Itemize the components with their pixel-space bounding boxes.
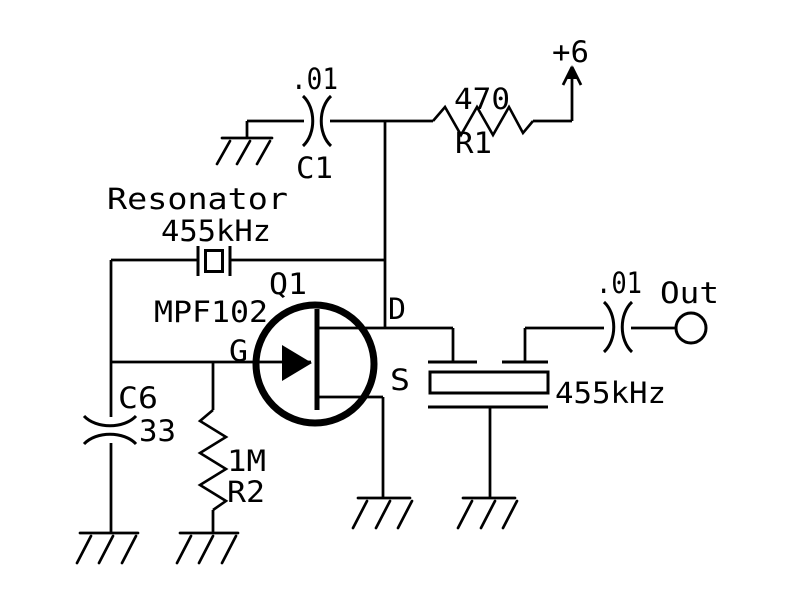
q1-gate-arrow-icon xyxy=(282,345,312,381)
resonator-symbol xyxy=(196,246,232,276)
c1-ref-label: C1 xyxy=(296,151,333,185)
source-pin-label: S xyxy=(390,363,410,397)
c1-right-plate xyxy=(319,94,333,148)
drain-pin-label: D xyxy=(388,292,406,326)
ceramic-filter-symbol xyxy=(428,328,550,498)
c6-bottom-plate xyxy=(82,432,138,446)
gate-pin-label: G xyxy=(229,334,248,368)
c1-value-label: .01 xyxy=(291,62,338,96)
r1-ref-label: R1 xyxy=(455,126,492,160)
supply-arrow-icon xyxy=(561,65,583,86)
ground-icon-c6 xyxy=(75,531,140,565)
output-cap-symbol xyxy=(602,300,634,354)
wire-source-pin xyxy=(317,395,385,498)
output-cap-value-label: .01 xyxy=(596,266,642,300)
resonator-plates xyxy=(196,246,232,276)
c6-capacitor-symbol xyxy=(82,414,138,446)
c6-ref-label: C6 xyxy=(118,381,158,415)
r2-resistor-symbol xyxy=(197,409,229,512)
resonator-crystal-box xyxy=(204,249,224,273)
r1-resistor-symbol xyxy=(432,104,534,138)
q1-body-circle xyxy=(252,301,378,427)
supply-label: +6 xyxy=(552,35,589,69)
c1-capacitor-symbol xyxy=(301,94,333,148)
supply-arrow-barbs xyxy=(561,66,583,86)
ground-icon-source xyxy=(351,496,414,530)
c6-top-plate xyxy=(82,414,138,428)
wire-to-supply xyxy=(533,72,574,123)
resonator-freq-label: 455kHz xyxy=(161,214,271,248)
c1-left-plate xyxy=(301,94,315,148)
q1-transistor-symbol xyxy=(252,301,378,427)
q1-part-label: MPF102 xyxy=(154,295,268,329)
ground-icon-filter xyxy=(456,496,519,530)
output-cap-right-plate xyxy=(620,300,634,354)
r2-ref-label: R2 xyxy=(227,475,265,509)
filter-freq-label: 455kHz xyxy=(555,376,666,410)
output-cap-left-plate xyxy=(602,300,616,354)
ground-icon-c1 xyxy=(215,136,274,166)
q1-ref-label: Q1 xyxy=(269,267,307,301)
c6-value-label: 33 xyxy=(139,414,176,448)
output-terminal xyxy=(674,311,708,345)
output-label: Out xyxy=(660,276,719,310)
filter-body xyxy=(428,370,550,395)
r1-value-label: 470 xyxy=(454,82,510,116)
resonator-name-label: Resonator xyxy=(107,182,288,216)
supply-arrow-head xyxy=(567,65,577,79)
ground-icon-r2 xyxy=(175,531,240,565)
r2-value-label: 1M xyxy=(227,444,266,478)
wire-drain-pin xyxy=(317,326,455,362)
